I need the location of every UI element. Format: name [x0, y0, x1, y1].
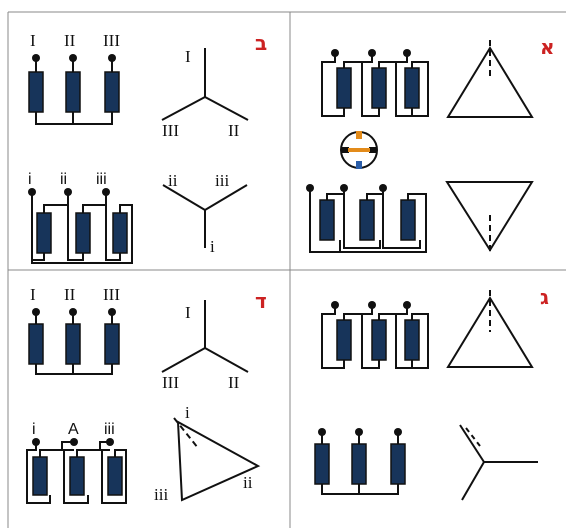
terminal-label: ii: [60, 171, 67, 188]
terminal-label: III: [103, 31, 120, 50]
winding-coil: [75, 212, 91, 254]
lower-coil-bank: i A iii: [26, 421, 127, 504]
star-label: iii: [215, 171, 229, 190]
quadrant-top-left: ב I II III I III II i ii i: [28, 31, 267, 264]
terminal-label: iii: [96, 171, 107, 188]
winding-coil: [336, 319, 352, 361]
quadrant-bottom-right: ג: [314, 285, 549, 501]
quadrant-top-right: א: [306, 35, 555, 255]
winding-coil: [371, 67, 387, 109]
star-connection-symbol: [459, 424, 538, 501]
winding-coil: [104, 71, 120, 113]
winding-coil: [390, 443, 406, 485]
lower-coil-bank: i ii iii: [28, 171, 133, 264]
terminal-label: I: [30, 285, 36, 304]
terminal-label: i: [32, 421, 36, 438]
star-label: III: [162, 373, 179, 392]
terminal-label: A: [68, 421, 79, 438]
winding-coil: [104, 323, 120, 365]
star-label: I: [185, 303, 191, 322]
winding-coil: [107, 456, 123, 496]
terminal-label: II: [64, 285, 76, 304]
winding-coil: [400, 199, 416, 241]
terminal-label: I: [30, 31, 36, 50]
winding-coil: [404, 67, 420, 109]
quadrant-letter: ד: [255, 289, 267, 313]
terminal-label: III: [103, 285, 120, 304]
lower-coil-bank: [306, 184, 427, 253]
star-connection-symbol: I III II: [161, 300, 249, 392]
upper-coil-bank: I II III: [28, 285, 120, 375]
delta-connection-symbol: [446, 40, 534, 118]
grid-frame: [7, 11, 566, 528]
terminal-label: iii: [104, 421, 115, 438]
delta-label: i: [185, 403, 190, 422]
winding-coil: [32, 456, 48, 496]
star-label: I: [185, 47, 191, 66]
winding-coil: [404, 319, 420, 361]
winding-coil: [314, 443, 330, 485]
winding-coil: [112, 212, 128, 254]
quadrant-letter: א: [540, 35, 555, 59]
delta-connection-symbol: [446, 290, 534, 368]
lower-coil-bank: [314, 428, 406, 495]
winding-coil: [69, 456, 85, 496]
winding-coil: [371, 319, 387, 361]
delta-label: iii: [154, 485, 168, 504]
winding-coil: [319, 199, 335, 241]
star-label: i: [210, 237, 215, 256]
quadrant-letter: ג: [540, 285, 549, 309]
winding-coil: [65, 323, 81, 365]
star-label: III: [162, 121, 179, 140]
upper-coil-bank: [321, 49, 429, 117]
terminal-label: i: [28, 171, 32, 188]
quadrant-letter: ב: [255, 31, 267, 55]
winding-coil: [28, 323, 44, 365]
delta-connection-symbol: i iii ii: [154, 403, 261, 504]
delta-connection-symbol: [445, 181, 534, 255]
quadrant-bottom-left: ד I II III I III II i A iii: [26, 285, 267, 504]
badge-logo: [340, 131, 378, 169]
winding-coil: [36, 212, 52, 254]
winding-coil: [359, 199, 375, 241]
upper-coil-bank: [321, 301, 429, 369]
star-label: ii: [168, 171, 178, 190]
star-label: II: [228, 373, 240, 392]
winding-coil: [28, 71, 44, 113]
winding-coil: [351, 443, 367, 485]
terminal-label: II: [64, 31, 76, 50]
delta-label: ii: [243, 473, 253, 492]
star-connection-symbol: ii iii i: [162, 171, 248, 256]
winding-coil: [336, 67, 352, 109]
star-label: II: [228, 121, 240, 140]
winding-coil: [65, 71, 81, 113]
upper-coil-bank: I II III: [28, 31, 120, 125]
star-connection-symbol: I III II: [161, 47, 249, 140]
